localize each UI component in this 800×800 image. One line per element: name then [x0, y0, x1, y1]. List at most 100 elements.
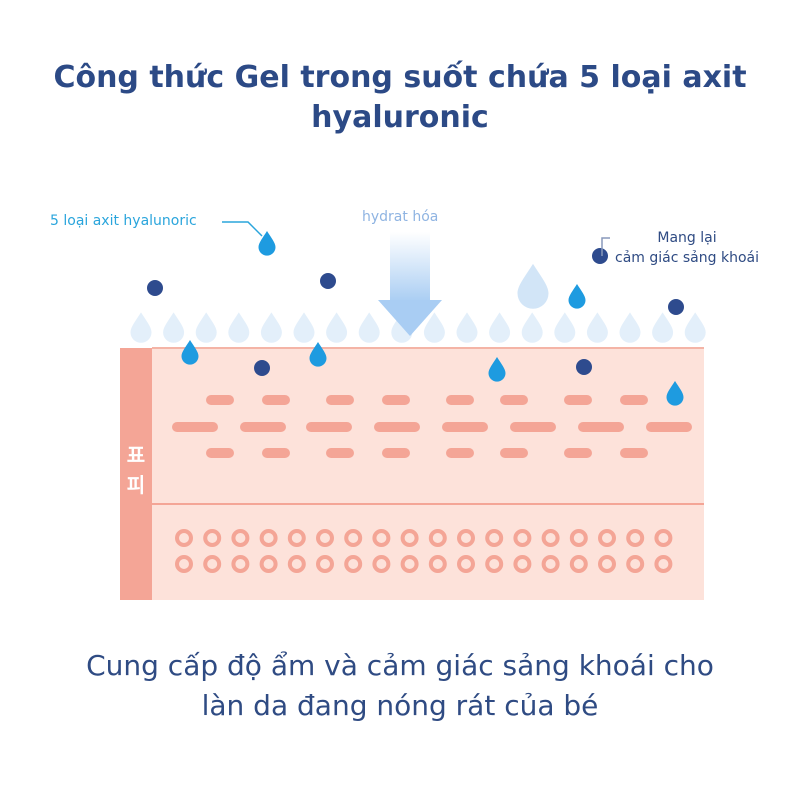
cell-ring: [203, 555, 222, 573]
cell-ring: [175, 529, 193, 547]
cell-dash: [500, 395, 528, 405]
down-arrow-icon: [378, 232, 442, 336]
gel-drop-icon: [684, 312, 706, 343]
cell-dash: [442, 422, 488, 432]
caption-line-2: làn da đang nóng rát của bé: [201, 689, 599, 722]
cell-dash: [382, 395, 410, 405]
molecule-dot-icon: [576, 359, 592, 375]
cell-ring: [344, 555, 363, 573]
hyaluronic-leader-line: [222, 221, 263, 237]
cell-dash: [500, 448, 528, 458]
cell-dash: [564, 448, 592, 458]
cell-ring: [428, 529, 447, 547]
cell-dash: [240, 422, 286, 432]
cell-ring: [231, 555, 250, 573]
water-drop-icon: [568, 283, 586, 309]
cell-dash: [564, 395, 592, 405]
cell-ring: [316, 529, 334, 547]
gel-drop-icon: [423, 312, 445, 343]
cell-ring: [569, 529, 588, 547]
cell-dash: [620, 448, 648, 458]
gel-drop-icon: [489, 312, 511, 343]
caption: Cung cấp độ ẩm và cảm giác sảng khoái ch…: [0, 646, 800, 726]
gel-drop-icon: [260, 312, 282, 343]
cell-ring: [259, 529, 278, 547]
molecule-dot-icon: [592, 248, 608, 264]
cell-dash: [206, 448, 234, 458]
gel-drop-icon: [326, 312, 348, 343]
cell-dash: [326, 395, 354, 405]
cell-ring: [598, 555, 616, 573]
gel-drop-icon: [554, 312, 576, 343]
gel-drop-icon: [652, 312, 674, 343]
skin-layer: [120, 348, 704, 600]
dermis-cells: [175, 529, 673, 573]
gel-drop-icon: [195, 312, 217, 343]
cell-ring: [231, 529, 250, 547]
layer-label-char-2: 피: [127, 473, 145, 497]
cell-ring: [457, 555, 475, 573]
gel-drop-icon: [293, 312, 315, 343]
water-drop-icon: [309, 341, 327, 367]
cell-ring: [513, 529, 532, 547]
title-line-1: Công thức Gel trong suốt chứa 5 loại axi…: [53, 60, 747, 95]
cell-dash: [620, 395, 648, 405]
cell-ring: [626, 529, 645, 547]
cell-dash: [206, 395, 234, 405]
molecule-dot-icon: [668, 299, 684, 315]
cell-dash: [382, 448, 410, 458]
cell-ring: [344, 529, 363, 547]
cell-dash: [446, 448, 474, 458]
molecule-dot-icon: [147, 280, 163, 296]
cell-ring: [541, 529, 560, 547]
refresh-leader-line: [601, 237, 610, 256]
gel-drop-icon: [586, 312, 608, 343]
cell-ring: [485, 555, 504, 573]
cell-ring: [203, 529, 222, 547]
cell-dash: [326, 448, 354, 458]
refresh-label-line-1: Mang lại: [657, 230, 717, 246]
cell-ring: [316, 555, 334, 573]
cell-dash: [262, 448, 290, 458]
diagram-title: Công thức Gel trong suốt chứa 5 loại axi…: [0, 58, 800, 138]
cell-ring: [287, 555, 306, 573]
cell-ring: [457, 529, 475, 547]
cell-ring: [400, 555, 419, 573]
gel-drop-icon: [456, 312, 478, 343]
cell-ring: [485, 529, 504, 547]
refresh-label: Mang lại cảm giác sảng khoái: [612, 228, 762, 268]
epidermis-label-bar: [120, 348, 152, 600]
gel-drop-icon: [163, 312, 185, 343]
molecule-dots: [147, 248, 684, 376]
hyaluronic-label: 5 loại axit hyalunoric: [50, 213, 197, 229]
gel-drop-icon: [130, 312, 152, 343]
cell-ring: [654, 529, 673, 547]
cell-ring: [372, 555, 391, 573]
gel-drop-icon: [228, 312, 250, 343]
water-drop-icon: [181, 339, 199, 365]
cell-ring: [175, 555, 193, 573]
cell-ring: [513, 555, 532, 573]
cell-ring: [626, 555, 645, 573]
gel-drop-icon: [358, 312, 380, 343]
layer-label-char-1: 표: [127, 443, 145, 467]
cell-dash: [578, 422, 624, 432]
cell-ring: [259, 555, 278, 573]
title-line-2: hyaluronic: [311, 100, 489, 135]
gel-drop-icon: [521, 312, 543, 343]
molecule-dot-icon: [254, 360, 270, 376]
pale-drop-icon: [517, 263, 549, 309]
cell-ring: [598, 529, 616, 547]
cell-dash: [374, 422, 420, 432]
cell-dash: [306, 422, 352, 432]
stratum-cells: [172, 395, 692, 458]
gel-drop-icon: [619, 312, 641, 343]
cell-dash: [262, 395, 290, 405]
cell-ring: [654, 555, 673, 573]
cell-ring: [372, 529, 391, 547]
cell-ring: [400, 529, 419, 547]
cell-dash: [172, 422, 218, 432]
cell-dash: [646, 422, 692, 432]
molecule-dot-icon: [320, 273, 336, 289]
